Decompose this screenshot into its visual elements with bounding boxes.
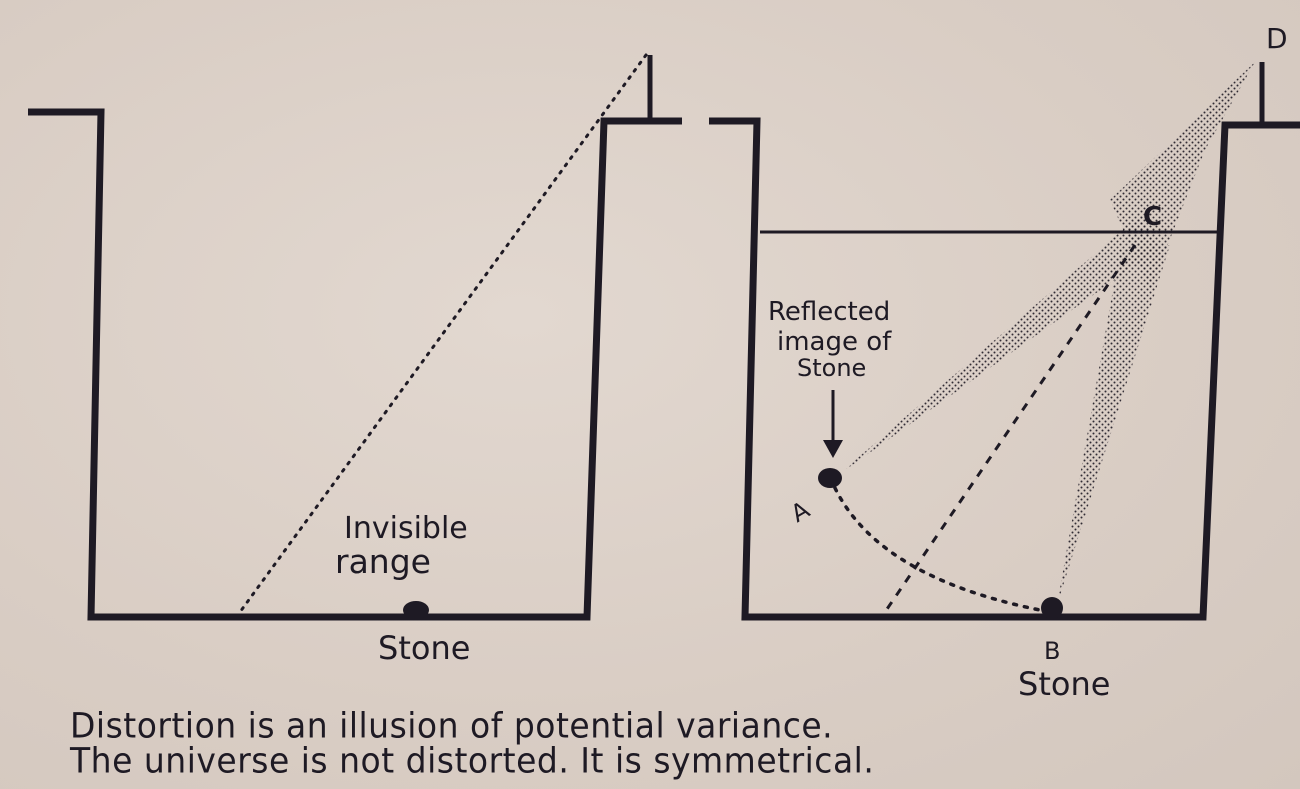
- left-sight-line: [238, 53, 648, 614]
- point-d-label: D: [1266, 22, 1288, 55]
- point-b-label: B: [1044, 637, 1060, 665]
- reflected-label-line2: image of: [777, 327, 892, 357]
- right-vessel: [709, 62, 1300, 621]
- apparent-path-curve: [833, 486, 1052, 614]
- caption-line2: The universe is not distorted. It is sym…: [70, 740, 875, 781]
- stone-left-label: Stone: [378, 629, 470, 667]
- reflected-label-line3: Stone: [797, 354, 866, 382]
- cone-c-to-b: [1057, 245, 1170, 605]
- left-vessel: [28, 53, 682, 621]
- invisible-label-line1: Invisible: [344, 511, 468, 546]
- point-a-label: A: [786, 495, 815, 528]
- cone-c-to-a: [838, 215, 1160, 475]
- point-c-label: C: [1143, 202, 1162, 232]
- left-vessel-outline: [28, 108, 682, 621]
- real-stone-b: [1041, 597, 1063, 619]
- right-vessel-outline: [709, 117, 1300, 621]
- refraction-dashed-line: [883, 244, 1137, 613]
- reflected-stone-a: [818, 468, 842, 488]
- left-stone: [403, 601, 429, 619]
- stone-right-label: Stone: [1018, 665, 1110, 703]
- arrow-head: [823, 440, 843, 458]
- invisible-label-line2: range: [335, 542, 431, 581]
- caption-line1: Distortion is an illusion of potential v…: [70, 705, 834, 746]
- reflected-label-line1: Reflected: [768, 297, 890, 327]
